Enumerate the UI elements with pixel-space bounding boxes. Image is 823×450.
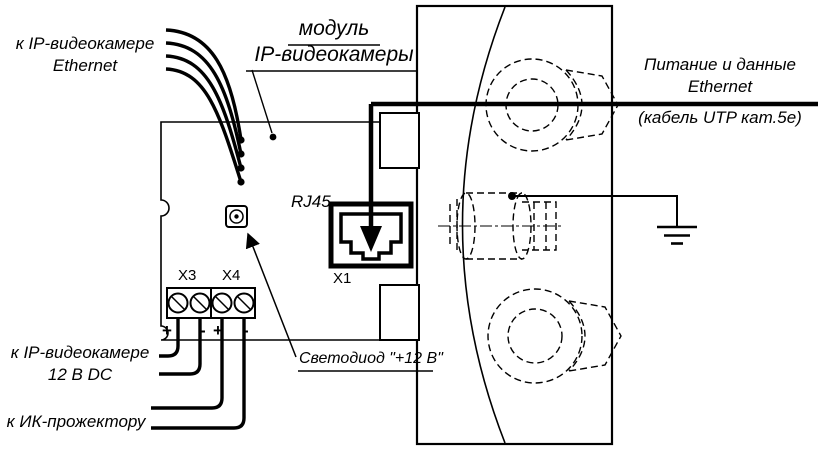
label-underlines [246,44,433,372]
title-leader-line [251,69,277,141]
polarity-plus-x4: + [213,321,223,340]
module-title-line2: IP-видеокамеры [254,43,414,66]
label-camera-ethernet-line2: Ethernet [52,56,118,75]
label-power-data-line3: (кабель UTP кат.5е) [638,108,802,127]
label-x4: X4 [222,267,241,284]
cable-gland-middle [438,192,562,260]
arrow-down-icon [360,226,382,252]
led-pointer-arrow [245,232,297,358]
module-title-line1: модуль [298,17,370,40]
polarity-minus-x3: - [200,321,206,340]
label-camera-power: к IP-видеокамере 12 В DC [4,342,156,386]
housing-enclosure [415,4,614,446]
label-rj45: RJ45 [291,192,331,211]
ground-connection [508,192,697,245]
mounting-blocks [379,112,420,341]
cable-gland-bottom [487,288,622,384]
solder-pads [237,136,245,186]
label-led: Светодиод "+12 В" [299,350,443,367]
label-camera-ethernet-line1: к IP-видеокамере [15,34,155,53]
led-indicator [225,205,248,228]
ground-symbol-icon [657,225,697,245]
label-power-data-line2: Ethernet [687,77,753,96]
terminal-block-x4 [210,287,256,319]
ethernet-wires [165,28,245,186]
polarity-minus-x4: - [243,321,249,340]
label-camera-power-line1: к IP-видеокамере [10,343,150,362]
label-power-data: Питание и данные Ethernet (кабель UTP ка… [620,54,820,129]
housing-dome-curve [461,6,506,444]
label-x1: X1 [333,270,352,287]
terminal-block-x3 [166,287,212,319]
polarity-plus-x3: + [162,321,172,340]
power-wires [151,318,246,430]
module-board-outline [160,121,417,341]
ethernet-trunk-cable [360,101,818,252]
module-title: модуль IP-видеокамеры [243,16,425,68]
label-camera-ethernet: к IP-видеокамере Ethernet [6,33,164,77]
label-ir-floodlight: к ИК-прожектору [6,412,146,431]
label-camera-power-line2: 12 В DC [47,365,113,384]
label-power-data-line1: Питание и данные [644,55,796,74]
label-x3: X3 [178,267,197,284]
